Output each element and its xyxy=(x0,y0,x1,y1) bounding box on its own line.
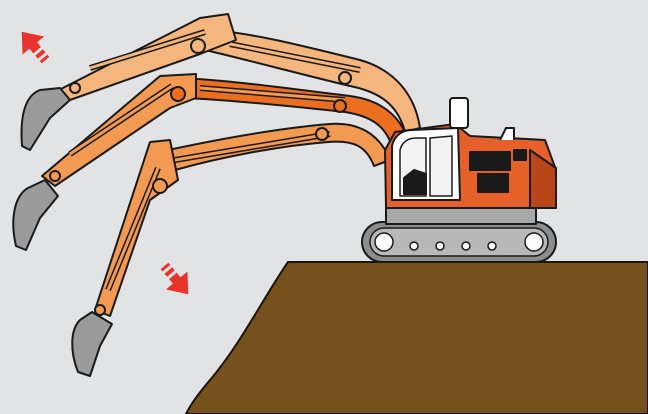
bucket-raised xyxy=(20,87,71,151)
lower-arrow-icon xyxy=(160,262,189,295)
arm-middle xyxy=(41,73,197,187)
track-rollers xyxy=(374,232,544,252)
bucket-middle xyxy=(12,179,59,251)
ground-slope xyxy=(184,261,648,414)
bucket-lowered xyxy=(71,311,113,377)
raise-arrow-icon xyxy=(21,31,50,64)
boom-lowered xyxy=(167,122,391,171)
front-position-lowered xyxy=(71,122,391,377)
excavator-body xyxy=(361,97,557,263)
